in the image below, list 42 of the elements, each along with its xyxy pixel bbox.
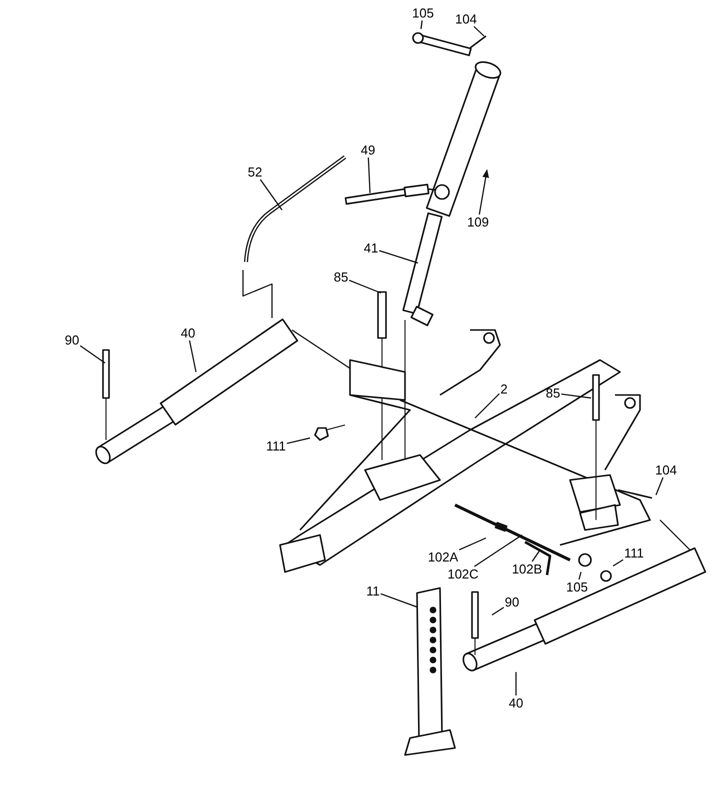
leader-line — [420, 20, 423, 30]
leader-line — [379, 250, 418, 264]
leader-line — [474, 534, 522, 567]
callout-number: 2 — [500, 382, 508, 396]
callout-number: 105 — [566, 580, 588, 594]
callout-number: 11 — [366, 584, 380, 598]
callout-number: 90 — [504, 596, 520, 608]
leader-line — [188, 340, 197, 372]
callout-number: 40 — [508, 696, 524, 710]
callout-number: 85 — [334, 270, 348, 284]
callout-number: 109 — [467, 216, 489, 228]
callout-number: 102C — [447, 568, 479, 580]
callout-number: 52 — [248, 166, 262, 178]
callout-number: 85 — [546, 386, 560, 400]
callout-number: 49 — [360, 144, 376, 156]
callout-number: 104 — [455, 12, 477, 26]
leader-line — [260, 179, 282, 210]
callout-number: 102A — [428, 550, 458, 564]
callout-number: 102B — [512, 562, 542, 576]
callout-number: 90 — [64, 334, 80, 346]
leader-line — [286, 437, 310, 444]
leader-line — [80, 345, 106, 364]
leader-line — [655, 477, 664, 496]
callout-number: 105 — [412, 6, 434, 20]
callout-number: 111 — [266, 440, 286, 452]
leader-line — [561, 394, 592, 399]
callout-number: 41 — [364, 242, 378, 254]
leader-line — [478, 169, 490, 215]
leader-line — [458, 537, 486, 550]
leader-line — [474, 26, 484, 36]
callout-number: 104 — [655, 464, 677, 476]
leader-line — [474, 393, 500, 418]
callout-number: 111 — [624, 546, 644, 560]
leader-line — [578, 572, 582, 580]
leader-line — [380, 593, 418, 608]
leader-line — [515, 672, 517, 696]
leader-line — [532, 550, 540, 562]
leader-line — [368, 157, 371, 194]
leader-line — [612, 559, 624, 566]
leader-line — [349, 280, 382, 294]
callout-number: 40 — [180, 326, 196, 340]
leader-line — [492, 606, 504, 616]
